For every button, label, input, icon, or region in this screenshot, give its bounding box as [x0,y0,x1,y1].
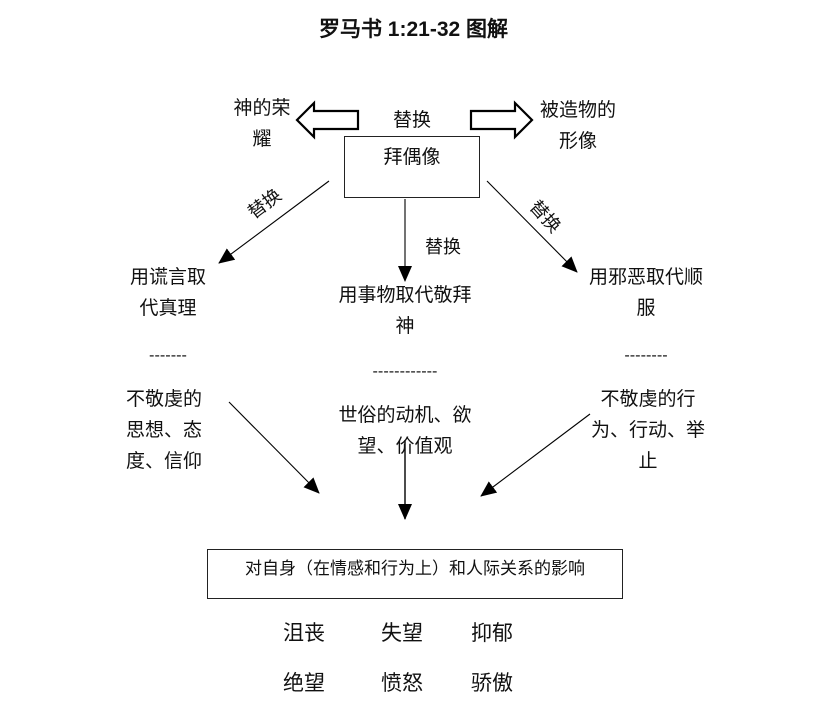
diagram-title: 罗马书 1:21-32 图解 [318,18,509,41]
effect-item: 绝望 [283,671,325,695]
arrow-left-branch [218,180,330,264]
branch-left-detail: 不敬虔的 思想、态 度、信仰 [126,388,203,472]
top-replace-label: 替换 [392,109,431,131]
hollow-arrow-right-icon [469,100,534,140]
branch-left-heading: 用谎言取 代真理 [129,266,206,319]
right-target-label: 被造物的 形像 [539,99,616,152]
branch-right-heading: 用邪恶取代顺 服 [588,266,703,319]
branch-center-heading: 用事物取代敬拜 神 [338,284,472,337]
result-label: 对自身（在情感和行为上）和人际关系的影响 [245,559,585,579]
branch-right-detail: 不敬虔的行 为、行动、举 止 [590,388,705,472]
idolatry-box: 拜偶像 [344,136,480,198]
effect-item: 沮丧 [283,621,325,645]
result-box: 对自身（在情感和行为上）和人际关系的影响 [207,549,623,599]
branch-left-separator: ------- [149,346,187,364]
effect-item: 失望 [381,621,423,645]
arrow-right-to-result [480,413,591,497]
idolatry-label: 拜偶像 [383,146,441,168]
effect-item: 骄傲 [471,671,513,695]
branch-center-separator: ------------ [372,362,438,380]
branch-right-separator: -------- [624,346,668,364]
branch-center-detail: 世俗的动机、欲 望、价值观 [338,404,472,457]
hollow-arrow-left-icon [295,100,360,140]
arrow-left-to-result [228,401,320,494]
effect-item: 愤怒 [381,671,423,695]
left-target-label: 神的荣 耀 [233,97,291,150]
arrow-right-branch [486,180,578,273]
edge-label-center: 替换 [425,237,461,258]
effect-item: 抑郁 [471,621,513,645]
